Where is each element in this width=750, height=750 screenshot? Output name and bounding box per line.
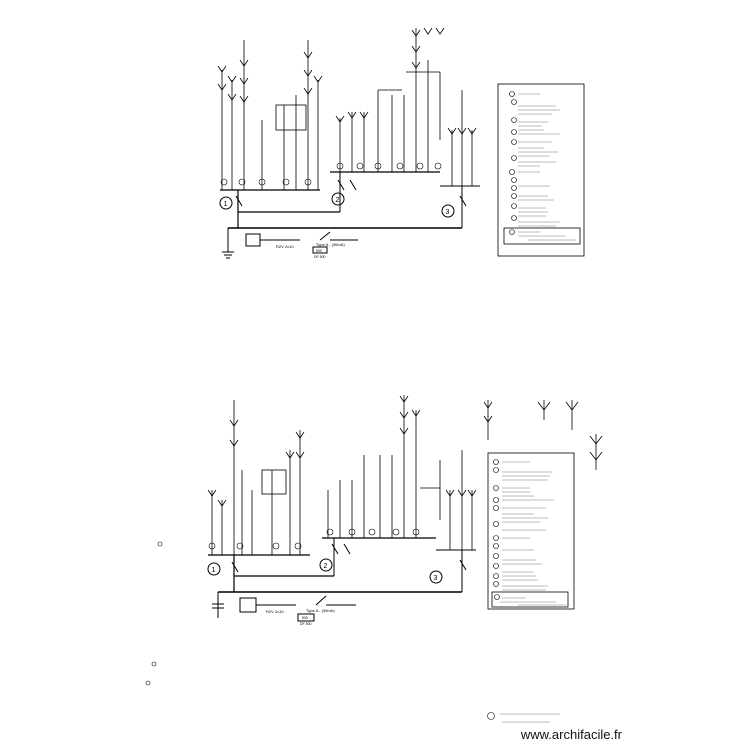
small-circle-marker-icon — [220, 162, 442, 186]
circuit-breaker-icon — [235, 179, 467, 207]
light-point-icon — [217, 27, 477, 135]
upper-subrating-label: DF 500 — [314, 255, 326, 259]
ground-icon — [222, 251, 234, 259]
light-point-icon — [207, 395, 603, 507]
upper-legend — [497, 83, 585, 257]
upper-cable-label: R2V 2x10 — [276, 244, 294, 249]
lower-left-branches — [211, 400, 301, 555]
lower-right-branches — [449, 400, 597, 550]
upper-left-branches — [221, 40, 319, 190]
lower-subrating-label: DF 500 — [300, 622, 312, 626]
ground-icon — [212, 603, 224, 609]
lower-schema — [145, 395, 603, 720]
upper-right-branches — [451, 90, 473, 186]
upper-schema — [217, 27, 480, 259]
circuit-breaker-icon — [231, 543, 467, 573]
lower-differential-label: Type A - (30mA) — [306, 608, 335, 613]
upper-tableau-number-3: 3 — [446, 209, 450, 216]
upper-differential-label: Type A - (30mA) — [316, 242, 345, 247]
small-circle-marker-icon — [145, 528, 495, 720]
lower-rating-label: 500 — [302, 616, 308, 620]
lower-tableau-number-2: 2 — [324, 563, 328, 570]
lower-middle-branches — [327, 395, 441, 538]
lower-tableau-number-1: 1 — [212, 567, 216, 574]
upper-tableau-number-1: 1 — [224, 201, 228, 208]
lower-legend — [487, 452, 575, 723]
watermark-text: www.archifacile.fr — [520, 727, 622, 742]
lower-tableau-number-3: 3 — [434, 575, 438, 582]
upper-tableau-number-2: 2 — [336, 197, 340, 204]
upper-rating-label: 500 — [316, 249, 322, 253]
upper-middle-branches — [339, 28, 441, 172]
lower-cable-label: R2V 2x10 — [266, 609, 284, 614]
meter-icon — [239, 597, 257, 613]
meter-icon — [245, 233, 261, 247]
